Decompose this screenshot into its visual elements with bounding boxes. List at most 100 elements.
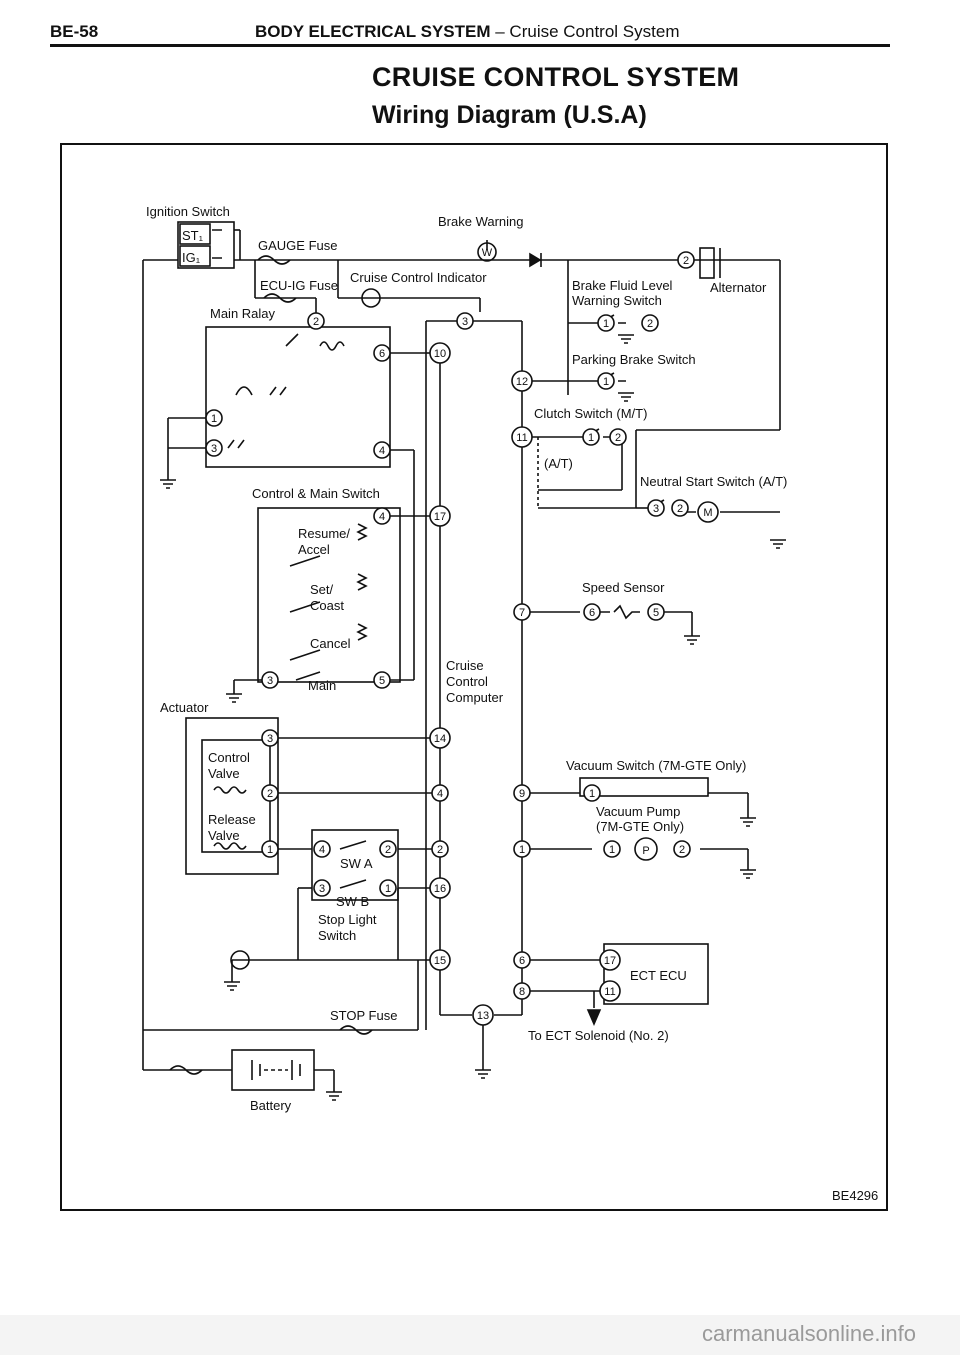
ground-icon [226, 693, 242, 703]
pin-relay2-circle [307, 312, 325, 330]
relay-contact-icon [235, 386, 287, 396]
release-valve-coil-icon [213, 842, 247, 850]
label-release-valve-2: Valve [208, 828, 240, 843]
pin-alt2-label: 2 [683, 255, 689, 267]
pin-vp2-label: 2 [679, 844, 685, 856]
pin-vp1-label: 1 [609, 844, 615, 856]
pin-a1-label: 1 [267, 844, 273, 856]
ground-icon [684, 635, 700, 645]
label-stop-fuse: STOP Fuse [330, 1008, 397, 1023]
st1-terminal [179, 223, 211, 245]
pin-bf2-circle [641, 314, 659, 332]
pin-relay4-circle [373, 441, 391, 459]
pin-bf1-label: 1 [603, 318, 609, 330]
label-pump-p: P [642, 845, 649, 857]
pin-c17-circle [429, 505, 451, 527]
pin-relay3-label: 3 [211, 443, 217, 455]
page-number: BE-58 [50, 22, 99, 41]
speed-sensor-icon [600, 604, 640, 620]
label-motor-m: M [703, 507, 712, 519]
label-set: Set/ [310, 582, 334, 597]
pin-a2-label: 2 [267, 788, 273, 800]
wires [142, 221, 781, 1092]
control-valve-coil-icon [213, 786, 247, 794]
label-warning-switch: Warning Switch [572, 293, 662, 308]
watermark: carmanualsonline.info [701, 1321, 916, 1346]
figure-code: BE4296 [832, 1188, 878, 1203]
pin-relay1-label: 1 [211, 413, 217, 425]
label-main-relay: Main Ralay [210, 306, 276, 321]
alternator-icon [699, 247, 715, 279]
symbols [169, 223, 721, 1080]
pin-sw4-label: 4 [379, 511, 385, 523]
label-control-valve-2: Valve [208, 766, 240, 781]
brake-warning-lamp-icon [477, 242, 497, 262]
label-coast: Coast [310, 598, 344, 613]
stop-lamp-icon [230, 950, 250, 970]
pin-swb1-circle [379, 879, 397, 897]
page-header: BE-58 BODY ELECTRICAL SYSTEM – Cruise Co… [50, 20, 890, 47]
pin-c7-label: 7 [519, 607, 525, 619]
pin-ss5-label: 5 [653, 607, 659, 619]
pin-relay1-circle [205, 409, 223, 427]
label-accel: Accel [298, 542, 330, 557]
pin-c10-label: 10 [434, 348, 446, 360]
pin-cl2-circle [609, 428, 627, 446]
pin-bf1-circle [597, 314, 615, 332]
header-rule [50, 44, 890, 47]
ground-icon [618, 392, 634, 402]
label-resume: Resume/ [298, 526, 350, 541]
pin-c2-circle [431, 840, 449, 858]
pin-sw4-circle [373, 507, 391, 525]
pin-c16-circle [429, 877, 451, 899]
pin-c1-label: 1 [519, 844, 525, 856]
pin-pb1-circle [597, 372, 615, 390]
vacuum-pump-icon [634, 837, 658, 861]
ground-icon [740, 817, 756, 827]
pin-swa2-circle [379, 840, 397, 858]
label-vacuum-pump-2: (7M-GTE Only) [596, 819, 684, 834]
pin-relay4-label: 4 [379, 445, 385, 457]
cruise-indicator-lamp-icon [361, 288, 381, 308]
pin-c15-label: 15 [434, 955, 446, 967]
label-cruise: Cruise [446, 658, 484, 673]
pin-alt2-circle [677, 251, 695, 269]
pin-a3-circle [261, 729, 279, 747]
pin-cl2-label: 2 [615, 432, 621, 444]
label-clutch-switch: Clutch Switch (M/T) [534, 406, 647, 421]
label-ignition-switch: Ignition Switch [146, 204, 230, 219]
pin-swb3-label: 3 [319, 883, 325, 895]
stop-switch-contacts [339, 840, 367, 889]
switch-contacts [212, 229, 222, 259]
pin-ect11-label: 11 [604, 986, 615, 998]
label-control-valve-1: Control [208, 750, 250, 765]
pin-c4-circle [431, 784, 449, 802]
label-ecu-ig-fuse: ECU-IG Fuse [260, 278, 338, 293]
label-computer: Computer [446, 690, 504, 705]
label-cancel: Cancel [310, 636, 351, 651]
pin-c14-label: 14 [434, 733, 446, 745]
page-subtitle: Wiring Diagram (U.S.A) [372, 101, 647, 129]
relay-contact-icon [227, 439, 245, 449]
ground-icon [475, 1069, 491, 1079]
label-actuator: Actuator [160, 700, 209, 715]
pin-c17-label: 17 [434, 511, 446, 523]
ground-icon [224, 981, 240, 991]
pin-relay2-label: 2 [313, 316, 319, 328]
pin-c11-label: 11 [516, 432, 527, 444]
relay-coil-icon [285, 333, 345, 351]
label-sw-b: SW B [336, 894, 369, 909]
label-gauge-fuse: GAUGE Fuse [258, 238, 337, 253]
starter-motor-icon [697, 501, 719, 523]
label-stop-light-2: Switch [318, 928, 356, 943]
pin-ss6-circle [583, 603, 601, 621]
main-fuse-symbol [169, 1065, 203, 1075]
label-ect-ecu: ECT ECU [630, 968, 687, 983]
label-brake-warning: Brake Warning [438, 214, 524, 229]
pin-sw5-circle [373, 671, 391, 689]
watermark-band: carmanualsonline.info [0, 1315, 960, 1355]
stop-light-switch-box [311, 829, 399, 901]
pin-c3-circle [456, 312, 474, 330]
label-brake-fluid-level: Brake Fluid Level [572, 278, 673, 293]
